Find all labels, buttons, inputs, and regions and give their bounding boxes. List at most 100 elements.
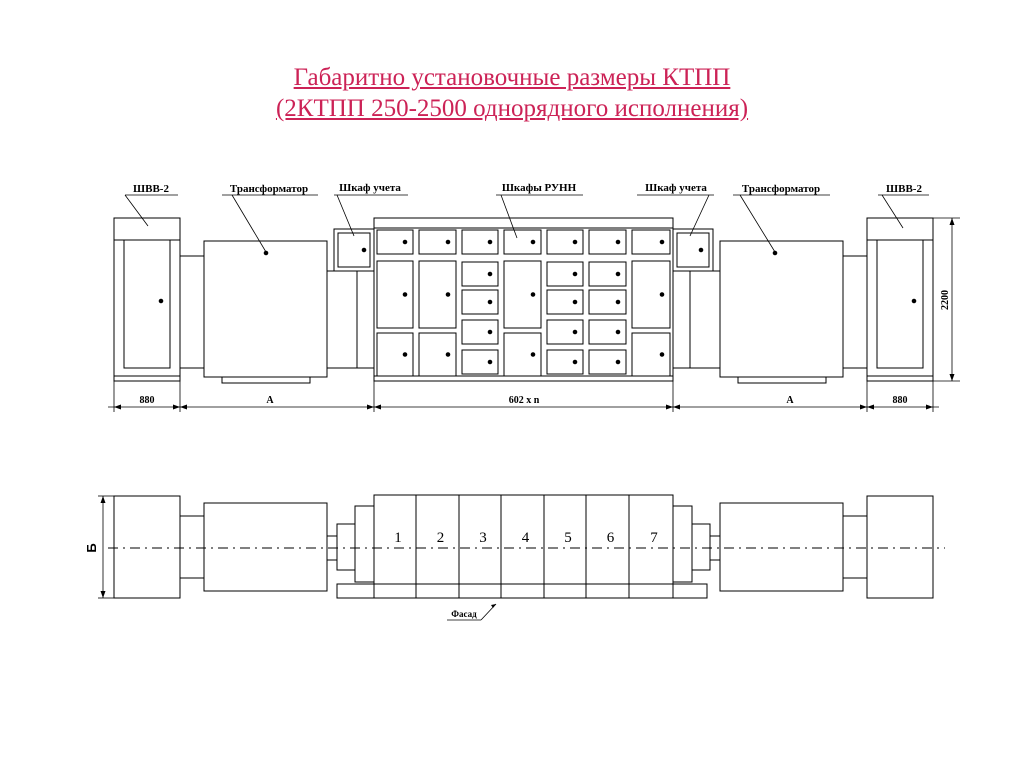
cabinet-number: 7 [650, 530, 658, 546]
runn-door [461, 319, 499, 345]
dim-depth: Б [84, 543, 99, 552]
plan-cabinet [500, 494, 545, 599]
runn-door [588, 289, 627, 315]
plan-transformer-right [719, 502, 844, 592]
runn-door [631, 229, 671, 255]
transformer-left [203, 240, 328, 384]
transformer-right [719, 240, 844, 384]
runn-door [503, 332, 542, 377]
door-handle [445, 292, 451, 297]
runn-door [546, 319, 584, 345]
plan-view [98, 494, 945, 621]
cabinet-number: 2 [437, 530, 445, 546]
dimension-lines [108, 217, 960, 412]
door-handle [615, 299, 621, 305]
label-shvv-left: ШВВ-2 [133, 183, 169, 195]
door-handle [615, 239, 621, 245]
dim-right-880: 880 [893, 395, 908, 406]
door-handle [487, 299, 493, 305]
label-transformer-right: Трансформатор [742, 183, 820, 195]
door-handle [402, 239, 408, 245]
meter-cabinet-right [672, 228, 714, 369]
door-handle [572, 359, 578, 365]
label-shvv-right: ШВВ-2 [886, 183, 922, 195]
runn-door [631, 260, 671, 329]
runn-door [546, 261, 584, 287]
cabinet-number: 6 [607, 530, 615, 546]
shvv-left-cabinet [113, 217, 181, 382]
runn-door [588, 261, 627, 287]
runn-door [503, 229, 542, 255]
door-handle [487, 359, 493, 365]
cabinet-number: 1 [394, 530, 402, 546]
door-handle [615, 329, 621, 335]
runn-door [588, 319, 627, 345]
plan-cabinet [585, 494, 630, 599]
runn-door [376, 260, 414, 329]
door-handle [487, 239, 493, 245]
connector-left [179, 255, 205, 369]
page-title: Габаритно установочные размеры КТПП (2КТ… [0, 62, 1024, 124]
label-transformer-left: Трансформатор [230, 183, 308, 195]
door-handle [487, 271, 493, 277]
door-handle [487, 329, 493, 335]
door-handle [615, 271, 621, 277]
cabinet-number: 5 [564, 530, 572, 546]
shvv-right-cabinet [866, 217, 934, 382]
dim-right-a: A [786, 395, 794, 406]
label-leaders [124, 194, 929, 253]
cabinet-number: 4 [522, 530, 530, 546]
plan-runn-cabinets [373, 494, 674, 599]
plan-shvv-left [113, 495, 181, 599]
dim-left-a: A [266, 395, 274, 406]
runn-door [546, 229, 584, 255]
door-handle [530, 352, 536, 357]
plan-base [336, 583, 708, 599]
plan-cabinet [373, 494, 417, 599]
dim-middle: 602 x n [509, 395, 540, 406]
plan-cabinet [458, 494, 502, 599]
door-handle [572, 299, 578, 305]
door-handle [572, 271, 578, 277]
connector-right-2 [689, 270, 721, 369]
plan-cabinet [628, 494, 674, 599]
plan-cabinet [415, 494, 460, 599]
runn-door [461, 261, 499, 287]
runn-door [418, 332, 457, 377]
plan-connector-right [842, 515, 868, 579]
runn-door [461, 229, 499, 255]
door-handle [572, 329, 578, 335]
door-handle [659, 352, 665, 357]
meter-cabinet-left [333, 228, 375, 369]
runn-door [588, 349, 627, 375]
door-handle [402, 352, 408, 357]
runn-door [546, 349, 584, 375]
runn-door [418, 229, 457, 255]
title-line-2: (2КТПП 250-2500 однорядного исполнения) [275, 95, 749, 122]
cabinet-number: 3 [479, 530, 487, 546]
dim-left-880: 880 [140, 395, 155, 406]
connector-right [842, 255, 868, 369]
runn-door [418, 260, 457, 329]
plan-shvv-right [866, 495, 934, 599]
runn-door [631, 332, 671, 377]
runn-door [461, 289, 499, 315]
label-runn: Шкафы РУНН [502, 182, 577, 194]
front-elevation [108, 194, 960, 412]
door-handle [659, 239, 665, 245]
connector-left-2 [326, 270, 358, 369]
runn-door [376, 332, 414, 377]
plan-cabinet [543, 494, 587, 599]
runn-cabinets [373, 217, 674, 382]
runn-door [546, 289, 584, 315]
runn-door [461, 349, 499, 375]
dim-height: 2200 [940, 290, 951, 310]
door-handle [659, 292, 665, 297]
door-handle [530, 292, 536, 297]
label-facade: Фасад [451, 609, 477, 619]
door-handle [615, 359, 621, 365]
door-handle [530, 239, 536, 245]
door-handle [445, 239, 451, 245]
label-meter-right: Шкаф учета [645, 182, 707, 194]
